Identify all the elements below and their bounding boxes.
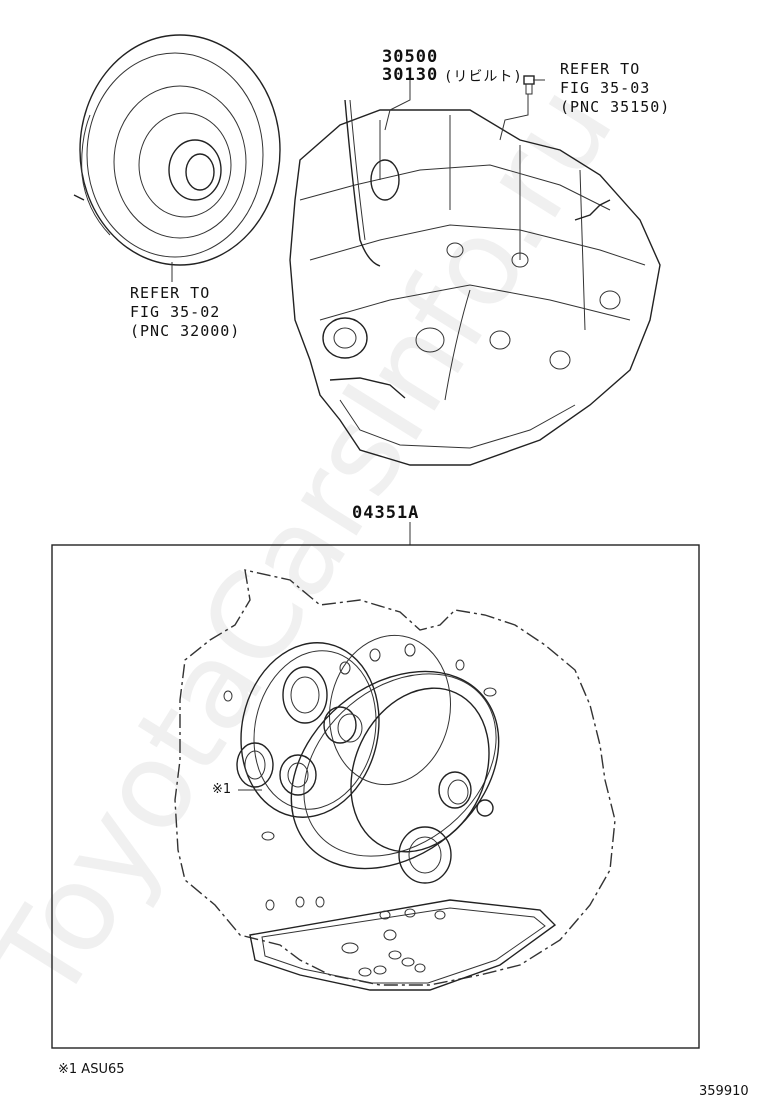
gasket-kit[interactable] (223, 626, 538, 911)
footnote: ※1 ASU65 (58, 1062, 125, 1077)
figure-id: 359910 (699, 1084, 749, 1099)
label-rebuilt: (リビルト) (444, 69, 523, 85)
watermark-text: ToyotaCarsInfo.ru (0, 62, 641, 1026)
oil-pan-gasket[interactable] (249, 899, 557, 991)
callout-mark: ※1 (212, 782, 232, 797)
refer-left-line3: (PNC 32000) (130, 322, 241, 340)
case-outline (174, 569, 616, 986)
kit-frame (51, 544, 700, 1049)
label-30130: 30130 (382, 65, 439, 85)
leader-bolt (499, 94, 529, 141)
label-30500: 30500 (382, 47, 439, 67)
refer-left-line1: REFER TO (130, 284, 211, 302)
label-kit: 04351A (352, 503, 420, 523)
refer-top-line1: REFER TO (560, 60, 641, 78)
leader-30500 (384, 80, 411, 131)
refer-top-line3: (PNC 35150) (560, 98, 671, 116)
torque-converter[interactable] (73, 34, 281, 266)
refer-top-line2: FIG 35-03 (560, 79, 651, 97)
refer-left-line2: FIG 35-02 (130, 303, 221, 321)
transaxle-assembly[interactable] (289, 99, 661, 466)
watermark: ToyotaCarsInfo.ru (0, 62, 641, 1026)
